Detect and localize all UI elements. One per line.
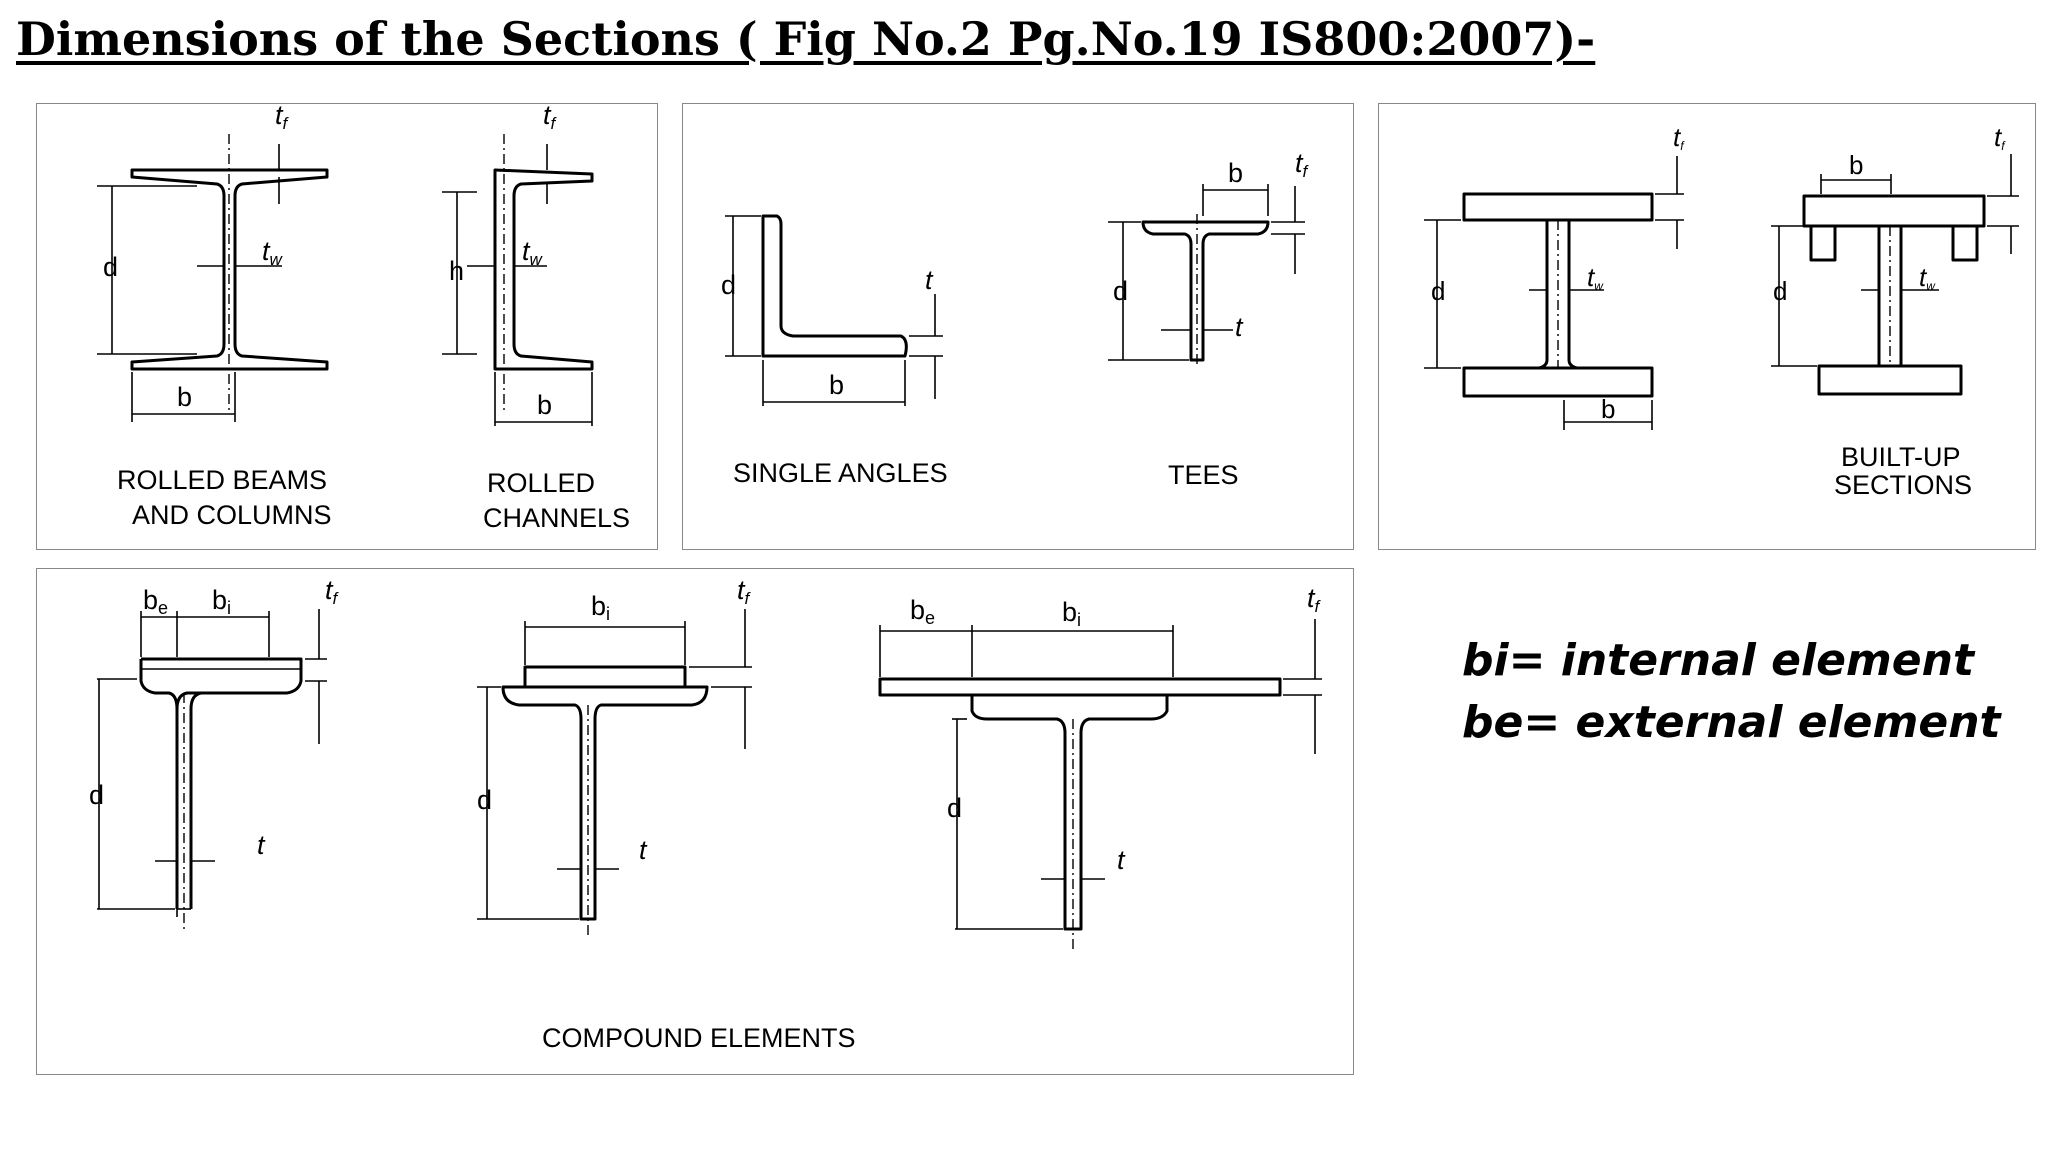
builtup-t-d-label: d bbox=[1773, 276, 1787, 306]
tee-t-label: t bbox=[1235, 312, 1244, 342]
compound1-d-label: d bbox=[89, 780, 104, 810]
compound3-t-label: t bbox=[1117, 845, 1126, 875]
builtup-sections-panel: d b tw tf d b bbox=[1378, 103, 2036, 550]
beam-d-label: d bbox=[103, 252, 118, 282]
angles-label: SINGLE ANGLES bbox=[733, 458, 948, 488]
builtup-i-tw-label: tw bbox=[1587, 262, 1604, 293]
builtup-t-b-label: b bbox=[1849, 150, 1863, 180]
compound1-bi-label: bi bbox=[212, 585, 231, 618]
builtup-i-section-shape: d b tw tf bbox=[1424, 122, 1685, 430]
compound1-tf-label: tf bbox=[325, 575, 340, 608]
legend-be: be= external element bbox=[1462, 697, 2001, 748]
channel-b-label: b bbox=[537, 390, 552, 420]
compound3-tf-label: tf bbox=[1307, 583, 1322, 616]
compound2-tf-label: tf bbox=[737, 575, 752, 608]
beam-b-label: b bbox=[177, 382, 192, 412]
channel-tf-label: tf bbox=[543, 104, 558, 133]
beam-tf-label: tf bbox=[275, 104, 290, 133]
angle-t-label: t bbox=[925, 265, 934, 295]
beams-label-line2: AND COLUMNS bbox=[132, 500, 332, 530]
compound-tee-2-shape: d bi tf t bbox=[477, 575, 752, 939]
compound2-t-label: t bbox=[639, 835, 648, 865]
tees-label: TEES bbox=[1168, 460, 1239, 490]
tee-b-label: b bbox=[1228, 158, 1243, 188]
legend: bi= internal element be= external elemen… bbox=[1462, 630, 2001, 754]
channel-h-label: h bbox=[449, 256, 464, 286]
builtup-sections-drawing: d b tw tf d b bbox=[1424, 122, 2019, 500]
builtup-t-section-shape: d b tw tf bbox=[1771, 122, 2019, 396]
builtup-i-b-label: b bbox=[1601, 394, 1615, 424]
compound1-t-label: t bbox=[257, 830, 266, 860]
beam-tw-label: tw bbox=[262, 236, 284, 269]
legend-bi: bi= internal element bbox=[1462, 635, 1974, 686]
tee-shape: d b tf t bbox=[1108, 148, 1310, 366]
compound3-d-label: d bbox=[947, 793, 962, 823]
single-angle-shape: d b t bbox=[721, 214, 943, 406]
page-title: Dimensions of the Sections ( Fig No.2 Pg… bbox=[16, 12, 1596, 66]
compound3-be-label: be bbox=[910, 595, 935, 628]
tee-tf-label: tf bbox=[1295, 148, 1310, 181]
rolled-channel-shape: h b tw tf bbox=[442, 104, 594, 426]
angle-b-label: b bbox=[829, 370, 844, 400]
channels-label-line2: CHANNELS bbox=[483, 503, 630, 533]
rolled-sections-panel: d b tw tf h b bbox=[36, 103, 658, 550]
channel-tw-label: tw bbox=[522, 236, 544, 269]
angles-tees-drawing: d b t d b tf bbox=[721, 148, 1310, 490]
rolled-sections-drawing: d b tw tf h b bbox=[97, 104, 630, 533]
compound-tee-3-shape: d be bi tf t bbox=[878, 583, 1322, 949]
compound3-bi-label: bi bbox=[1062, 597, 1081, 630]
builtup-label-line2: SECTIONS bbox=[1834, 470, 1972, 500]
beams-label-line1: ROLLED BEAMS bbox=[117, 465, 327, 495]
compound2-bi-label: bi bbox=[591, 591, 610, 624]
angles-tees-panel: d b t d b tf bbox=[682, 103, 1354, 550]
rolled-beam-shape: d b tw tf bbox=[97, 104, 329, 422]
builtup-i-tf-label: tf bbox=[1673, 122, 1685, 153]
tee-d-label: d bbox=[1113, 276, 1128, 306]
builtup-label-line1: BUILT-UP bbox=[1841, 442, 1961, 472]
compound-elements-panel: d be bi tf t d b bbox=[36, 568, 1354, 1075]
compound-elements-drawing: d be bi tf t d b bbox=[89, 575, 1322, 1053]
compound-label: COMPOUND ELEMENTS bbox=[542, 1023, 856, 1053]
compound2-d-label: d bbox=[477, 785, 492, 815]
builtup-t-tf-label: tf bbox=[1994, 122, 2006, 153]
builtup-t-tw-label: tw bbox=[1919, 262, 1936, 293]
angle-d-label: d bbox=[721, 270, 736, 300]
compound-tee-1-shape: d be bi tf t bbox=[89, 575, 340, 929]
compound1-be-label: be bbox=[143, 585, 168, 618]
channels-label-line1: ROLLED bbox=[487, 468, 595, 498]
builtup-i-d-label: d bbox=[1431, 276, 1445, 306]
